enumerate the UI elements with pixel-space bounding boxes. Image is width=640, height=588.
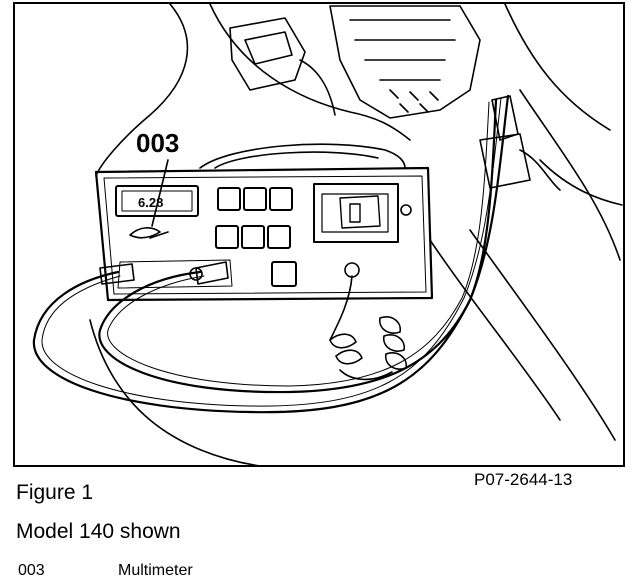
meter-display-window <box>121 190 193 212</box>
coiled-cable <box>329 275 408 381</box>
caption-model: Model 140 shown <box>16 520 181 543</box>
display-reading: 6.28 <box>138 195 163 210</box>
probe-leads-end <box>519 149 561 191</box>
legend-label: Multimeter <box>118 562 193 579</box>
test-lead-red-inner <box>107 101 490 387</box>
callout-label: 003 <box>136 128 179 158</box>
figure-code: P07-2644-13 <box>474 470 573 489</box>
meter-display <box>115 185 199 217</box>
caption-title: Figure 1 <box>16 481 94 504</box>
meter-bezel <box>103 175 427 295</box>
probe-clip-lower <box>479 133 531 189</box>
dashboard-edge <box>95 3 189 177</box>
relay-box-detail <box>349 19 456 81</box>
range-switch-knob <box>339 195 381 229</box>
callout-leader <box>151 159 169 227</box>
relay-contacts <box>389 89 439 113</box>
range-switch-plate <box>321 193 389 233</box>
test-lead-black-inner <box>41 97 502 407</box>
figure-frame <box>13 2 625 467</box>
carpet-line <box>89 319 261 467</box>
jack-strip <box>117 259 233 289</box>
connector-plug <box>229 17 306 91</box>
key-3 <box>269 187 293 211</box>
lead-plug-right <box>195 261 229 285</box>
key-2 <box>243 187 267 211</box>
range-switch-housing <box>313 183 399 243</box>
lead-plug-left <box>99 263 135 285</box>
meter-handle <box>199 143 406 169</box>
test-lead-red <box>98 98 498 394</box>
connector-wire <box>299 59 336 116</box>
brand-mark-icon <box>129 227 169 239</box>
key-7 <box>271 261 297 287</box>
side-panel <box>504 3 621 261</box>
floor-line <box>429 229 616 441</box>
multimeter-illustration: 003 6.28 <box>13 2 625 467</box>
switch-screw <box>400 204 412 216</box>
connector-plug-inner <box>244 31 293 65</box>
key-5 <box>241 225 265 249</box>
relay-box <box>329 5 481 119</box>
test-lead-black <box>32 94 510 414</box>
meter-handle-inner <box>214 151 379 169</box>
seat-edge <box>539 159 623 206</box>
key-6 <box>267 225 291 249</box>
key-1 <box>217 187 241 211</box>
meter-body <box>94 166 434 302</box>
legend-code: 003 <box>18 562 45 579</box>
key-4 <box>215 225 239 249</box>
